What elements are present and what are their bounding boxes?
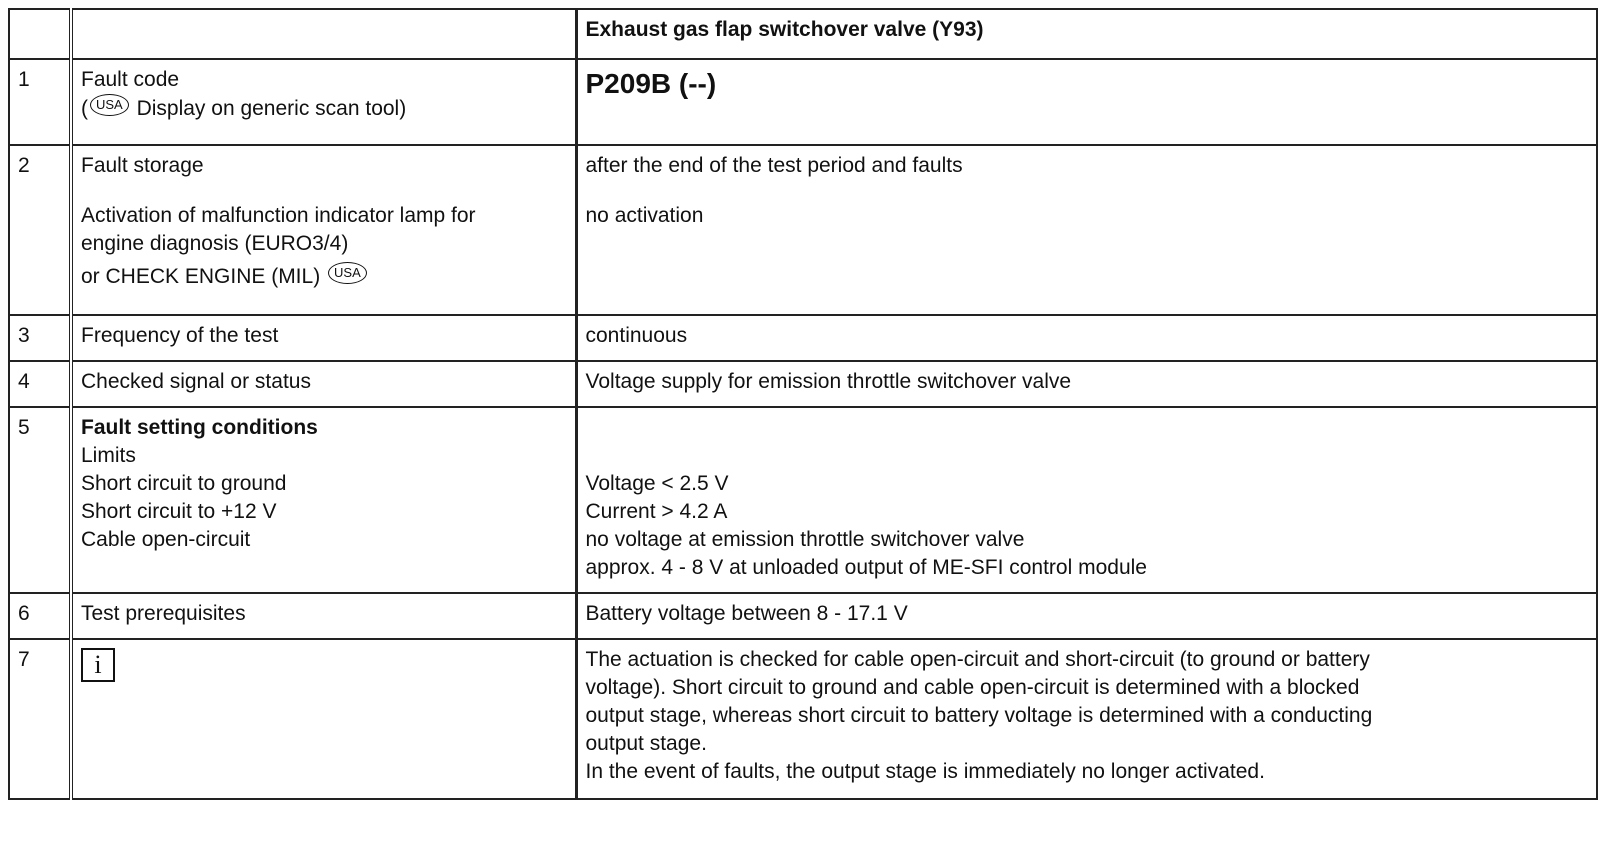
row-label-text: or CHECK ENGINE (MIL)	[81, 265, 321, 288]
row-label-cell: i	[70, 638, 578, 800]
row-value-cell: The actuation is checked for cable open-…	[575, 638, 1598, 800]
row-value-line: The actuation is checked for cable open-…	[585, 648, 1370, 671]
row-value-line: Voltage < 2.5 V	[585, 472, 729, 495]
note-text: Display on generic scan tool)	[130, 97, 407, 120]
table-row: 5 Fault setting conditions Limits Short …	[8, 406, 1598, 594]
row-number: 4	[8, 360, 73, 408]
row-value-line: In the event of faults, the output stage…	[585, 760, 1265, 783]
row-label: Fault code	[81, 68, 180, 91]
row-label-line: Cable open-circuit	[81, 528, 251, 551]
row-label-title: Fault setting conditions	[81, 416, 318, 439]
row-value-line: approx. 4 - 8 V at unloaded output of ME…	[585, 556, 1147, 579]
table-row: 2 Fault storage Activation of malfunctio…	[8, 144, 1598, 316]
row-label: Checked signal or status	[70, 360, 578, 408]
row-label: Test prerequisites	[70, 592, 578, 640]
table-row: 6 Test prerequisites Battery voltage bet…	[8, 592, 1598, 640]
row-label-line: Activation of malfunction indicator lamp…	[81, 204, 476, 227]
table-row: 4 Checked signal or status Voltage suppl…	[8, 360, 1598, 408]
header-num-cell	[8, 8, 73, 60]
row-value-line: output stage.	[585, 732, 707, 755]
row-label: Fault storage	[81, 154, 204, 177]
row-label-cell: Fault storage Activation of malfunction …	[70, 144, 578, 316]
row-value: Voltage supply for emission throttle swi…	[575, 360, 1598, 408]
table-row: 3 Frequency of the test continuous	[8, 314, 1598, 362]
row-number: 5	[8, 406, 73, 594]
row-label-line: Limits	[81, 444, 136, 467]
row-number: 2	[8, 144, 73, 316]
row-number: 3	[8, 314, 73, 362]
fault-code: P209B (--)	[575, 58, 1598, 146]
row-value-line: output stage, whereas short circuit to b…	[585, 704, 1373, 727]
info-icon: i	[81, 648, 115, 682]
row-label-cell: Fault setting conditions Limits Short ci…	[70, 406, 578, 594]
note-open: (	[81, 97, 88, 120]
row-label-line: engine diagnosis (EURO3/4)	[81, 232, 349, 255]
row-number: 6	[8, 592, 73, 640]
row-number: 1	[8, 58, 73, 146]
header-row: Exhaust gas flap switchover valve (Y93)	[8, 8, 1598, 60]
row-label-cell: Fault code (USA Display on generic scan …	[70, 58, 578, 146]
table-row: 7 i The actuation is checked for cable o…	[8, 638, 1598, 800]
header-title: Exhaust gas flap switchover valve (Y93)	[575, 8, 1598, 60]
row-value-line: voltage). Short circuit to ground and ca…	[585, 676, 1360, 699]
usa-badge-icon: USA	[90, 94, 129, 116]
header-label-cell	[70, 8, 578, 60]
row-value-cell: after the end of the test period and fau…	[575, 144, 1598, 316]
row-label: Frequency of the test	[70, 314, 578, 362]
table-row: 1 Fault code (USA Display on generic sca…	[8, 58, 1598, 146]
diagnosis-table: Exhaust gas flap switchover valve (Y93) …	[8, 8, 1598, 800]
row-value: Battery voltage between 8 - 17.1 V	[575, 592, 1598, 640]
row-value-line: no voltage at emission throttle switchov…	[585, 528, 1025, 551]
usa-badge-icon: USA	[328, 262, 367, 284]
row-value-line: Current > 4.2 A	[585, 500, 728, 523]
row-label-line: Short circuit to +12 V	[81, 500, 277, 523]
row-number: 7	[8, 638, 73, 800]
row-value: continuous	[575, 314, 1598, 362]
row-value-cell: Voltage < 2.5 V Current > 4.2 A no volta…	[575, 406, 1598, 594]
row-label-line: or CHECK ENGINE (MIL) USA	[81, 262, 567, 291]
row-label-note: (USA Display on generic scan tool)	[81, 94, 567, 123]
row-label-line: Short circuit to ground	[81, 472, 287, 495]
row-value: after the end of the test period and fau…	[585, 154, 963, 177]
row-value: no activation	[585, 204, 704, 227]
